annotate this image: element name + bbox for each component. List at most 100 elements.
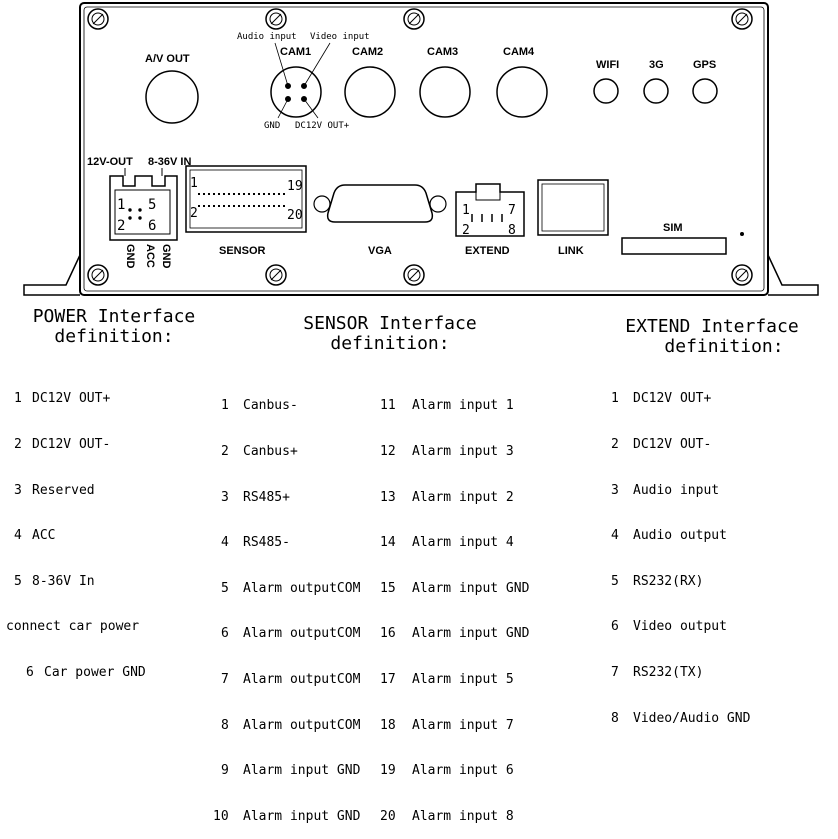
3g-label: 3G	[649, 59, 664, 71]
cam3-connector	[419, 66, 471, 118]
power-pin2-label: 2	[117, 218, 125, 234]
sensor-pin2-label: 2	[190, 206, 198, 221]
power-pin5-label: 5	[148, 197, 156, 213]
sensor-pin1-label: 1	[190, 176, 198, 191]
sensor-pin19-label: 19	[287, 179, 303, 194]
sensor-pin20-label: 20	[287, 208, 303, 223]
gnd-pin-label: GND	[264, 121, 280, 131]
left-mounting-flange	[23, 254, 81, 296]
12v-out-label: 12V-OUT	[87, 156, 133, 168]
vga-label: VGA	[368, 245, 392, 257]
extend-definition-title: EXTEND Interface definition:	[596, 317, 828, 357]
sensor-connector	[185, 165, 307, 233]
cam4-connector	[496, 66, 548, 118]
cam1-connector	[270, 42, 331, 119]
screw-bottom-mid-right	[403, 264, 425, 286]
list-item: connect car power	[6, 619, 140, 635]
screw-top-right	[731, 8, 753, 30]
vga-connector	[313, 184, 447, 223]
power-pin6-label: 6	[148, 218, 156, 234]
link-label: LINK	[558, 245, 584, 257]
extend-pin7-label: 7	[508, 203, 516, 218]
extend-pin2-label: 2	[462, 223, 470, 238]
screw-bottom-left	[87, 264, 109, 286]
power-acc-label: ACC	[144, 244, 156, 268]
extend-label: EXTEND	[465, 245, 510, 257]
wifi-label: WIFI	[596, 59, 619, 71]
device-panel-diagram: A/V OUT Audio input Video input CAM1 GND…	[23, 2, 819, 296]
power-pin1-label: 1	[117, 197, 125, 213]
power-definition-title: POWER Interface definition:	[8, 307, 220, 347]
sensor-label: SENSOR	[219, 245, 266, 257]
link-ethernet-port	[537, 179, 609, 236]
cam2-label: CAM2	[352, 46, 383, 58]
sim-label: SIM	[663, 222, 683, 234]
indicator-dot	[740, 232, 744, 236]
av-out-label: A/V OUT	[145, 53, 190, 65]
sensor-title-line1: SENSOR Interface	[303, 313, 477, 334]
screw-bottom-mid-left	[265, 264, 287, 286]
power-title-line1: POWER Interface	[32, 306, 196, 327]
right-mounting-flange	[767, 254, 819, 296]
extend-pin8-label: 8	[508, 223, 516, 238]
3g-antenna-connector	[643, 78, 669, 104]
cam2-connector	[344, 66, 396, 118]
extend-connector	[455, 183, 525, 237]
extend-pin1-label: 1	[462, 203, 470, 218]
gps-label: GPS	[693, 59, 716, 71]
extend-title-line2: definition:	[664, 336, 784, 357]
cam1-label: CAM1	[280, 46, 311, 58]
screw-top-mid-left	[265, 8, 287, 30]
screw-top-mid-right	[403, 8, 425, 30]
extend-title-line1: EXTEND Interface	[625, 316, 799, 337]
gps-antenna-connector	[692, 78, 718, 104]
power-gnd-left-label: GND	[124, 244, 136, 269]
sensor-definition-title: SENSOR Interface definition:	[270, 314, 510, 354]
screw-bottom-right	[731, 264, 753, 286]
cam4-label: CAM4	[503, 46, 535, 58]
dc12v-out-pin-label: DC12V OUT+	[295, 121, 350, 131]
screw-top-left	[87, 8, 109, 30]
audio-input-label: Audio input	[237, 32, 297, 42]
sim-card-slot	[621, 237, 727, 255]
power-gnd-right-label: GND	[160, 244, 172, 269]
sensor-title-line2: definition:	[330, 333, 450, 354]
cam3-label: CAM3	[427, 46, 458, 58]
video-input-label: Video input	[310, 32, 370, 42]
8-36v-in-label: 8-36V IN	[148, 156, 191, 168]
power-title-line2: definition:	[54, 326, 174, 347]
